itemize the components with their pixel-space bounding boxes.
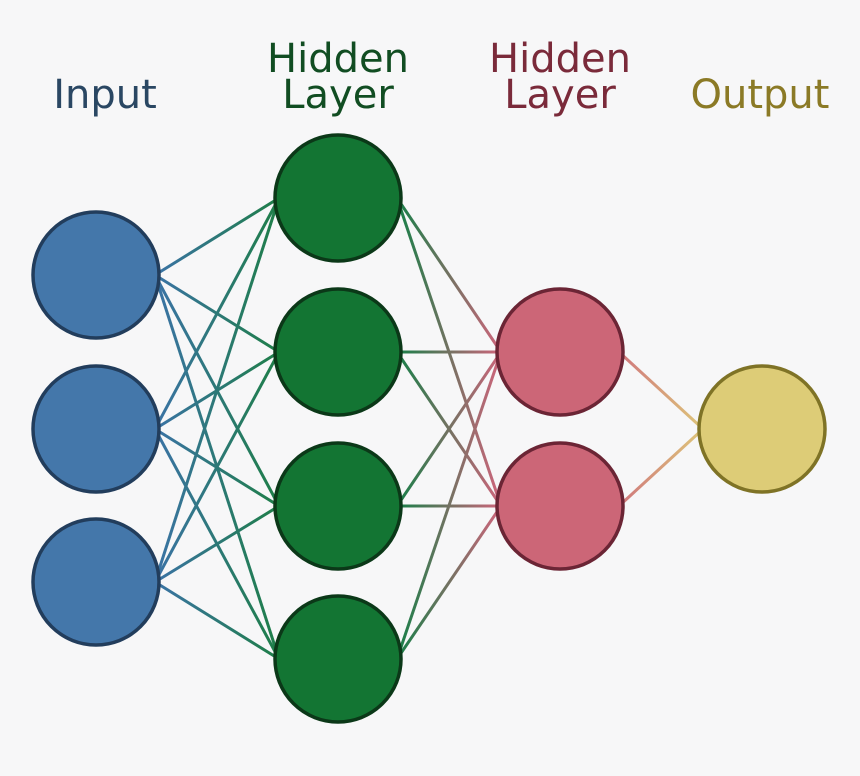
hidden2-node-2 bbox=[495, 441, 625, 571]
connection-input-hidden1-3-2 bbox=[153, 351, 281, 583]
connection-hidden1-hidden2-3-1 bbox=[395, 351, 503, 507]
connection-input-hidden1-1-1 bbox=[154, 196, 280, 277]
input-layer-label: Input bbox=[53, 72, 157, 118]
hidden-layer-1-label-line1: Hidden bbox=[267, 36, 409, 82]
input-node-3 bbox=[31, 517, 161, 647]
hidden1-node-2 bbox=[273, 287, 403, 417]
input-node-1 bbox=[31, 210, 161, 340]
hidden1-node-3 bbox=[273, 441, 403, 571]
hidden-layer-1-label-line2: Layer bbox=[282, 72, 394, 118]
connection-input-hidden1-3-4 bbox=[154, 580, 280, 661]
output-node-1 bbox=[697, 364, 827, 494]
connection-hidden1-hidden2-4-1 bbox=[395, 351, 503, 660]
connection-hidden1-hidden2-1-1 bbox=[395, 197, 503, 353]
hidden-layer-2-label-line1: Hidden bbox=[489, 36, 631, 82]
connection-hidden2-output-2-1 bbox=[617, 427, 705, 508]
hidden2-node-1 bbox=[495, 287, 625, 417]
hidden1-node-4 bbox=[273, 594, 403, 724]
nodes bbox=[31, 133, 827, 724]
hidden-layer-2-label-line2: Layer bbox=[504, 72, 616, 118]
connection-input-hidden1-2-1 bbox=[153, 197, 281, 430]
hidden1-node-1 bbox=[273, 133, 403, 263]
output-layer-label: Output bbox=[691, 72, 830, 118]
input-node-2 bbox=[31, 364, 161, 494]
connection-input-hidden1-3-3 bbox=[154, 504, 280, 584]
connection-input-hidden1-3-1 bbox=[153, 197, 281, 583]
connection-hidden2-output-1-1 bbox=[617, 350, 705, 431]
connection-hidden1-hidden2-4-2 bbox=[395, 505, 503, 660]
connections bbox=[153, 196, 705, 661]
